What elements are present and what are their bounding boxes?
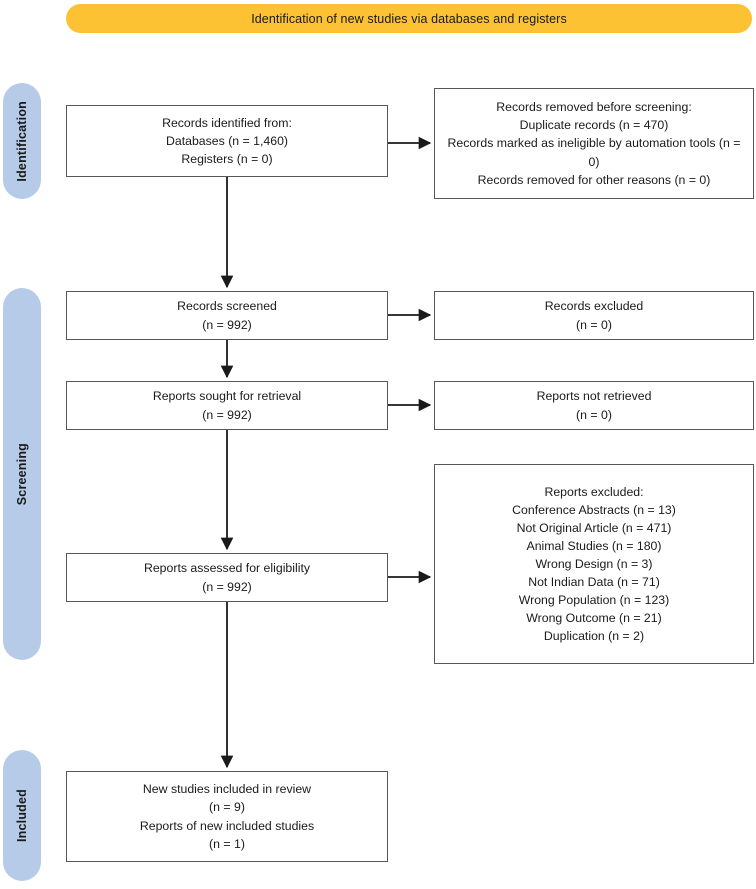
reports-excluded-box: Reports excluded: Conference Abstracts (… bbox=[434, 464, 754, 664]
reports-sought-box: Reports sought for retrieval (n = 992) bbox=[66, 381, 388, 430]
box-line: Wrong Outcome (n = 21) bbox=[526, 611, 662, 626]
box-line: Reports sought for retrieval bbox=[152, 389, 302, 404]
box-line: Reports of new included studies bbox=[139, 818, 315, 833]
box-line: Wrong Design (n = 3) bbox=[535, 556, 653, 571]
box-line: Registers (n = 0) bbox=[181, 152, 273, 167]
box-line: Records removed for other reasons (n = 0… bbox=[477, 172, 711, 187]
records-screened-box: Records screened (n = 992) bbox=[66, 291, 388, 340]
box-line: Records screened bbox=[177, 299, 277, 314]
box-line: Duplicate records (n = 470) bbox=[519, 118, 669, 133]
box-line: (n = 0) bbox=[576, 407, 612, 422]
stage-bar-identification: Identification bbox=[3, 83, 41, 199]
box-line: Records excluded bbox=[544, 299, 644, 314]
diagram-header-banner: Identification of new studies via databa… bbox=[66, 4, 752, 33]
box-line: Reports not retrieved bbox=[536, 389, 652, 404]
stage-bar-included: Included bbox=[3, 750, 41, 881]
box-line: Reports assessed for eligibility bbox=[143, 561, 311, 576]
reports-assessed-box: Reports assessed for eligibility (n = 99… bbox=[66, 553, 388, 602]
box-line: (n = 1) bbox=[209, 836, 245, 851]
box-line: Databases (n = 1,460) bbox=[165, 133, 289, 148]
box-line: Wrong Population (n = 123) bbox=[518, 593, 670, 608]
new-studies-included-box: New studies included in review (n = 9) R… bbox=[66, 771, 388, 862]
reports-not-retrieved-box: Reports not retrieved (n = 0) bbox=[434, 381, 754, 430]
stage-label-identification: Identification bbox=[15, 100, 29, 182]
box-line: Records removed before screening: bbox=[496, 100, 692, 115]
records-removed-box: Records removed before screening: Duplic… bbox=[434, 88, 754, 199]
box-line: (n = 9) bbox=[209, 800, 245, 815]
box-line: Not Original Article (n = 471) bbox=[516, 520, 672, 535]
box-line: Records marked as ineligible by automati… bbox=[447, 136, 741, 169]
records-identified-box: Records identified from: Databases (n = … bbox=[66, 105, 388, 177]
box-line: (n = 992) bbox=[202, 579, 252, 594]
box-line: (n = 992) bbox=[202, 407, 252, 422]
box-line: Duplication (n = 2) bbox=[543, 629, 645, 644]
box-line: New studies included in review bbox=[142, 782, 312, 797]
box-line: (n = 992) bbox=[202, 317, 252, 332]
stage-label-included: Included bbox=[15, 789, 29, 842]
stage-label-screening: Screening bbox=[15, 442, 29, 506]
diagram-title: Identification of new studies via databa… bbox=[251, 11, 567, 26]
box-line: Animal Studies (n = 180) bbox=[526, 538, 662, 553]
box-line: Reports excluded: bbox=[544, 484, 644, 499]
box-line: Not Indian Data (n = 71) bbox=[528, 575, 660, 590]
box-line: Conference Abstracts (n = 13) bbox=[512, 502, 676, 517]
records-excluded-box: Records excluded (n = 0) bbox=[434, 291, 754, 340]
stage-bar-screening: Screening bbox=[3, 288, 41, 660]
box-line: (n = 0) bbox=[576, 317, 612, 332]
box-line: Records identified from: bbox=[162, 115, 292, 130]
